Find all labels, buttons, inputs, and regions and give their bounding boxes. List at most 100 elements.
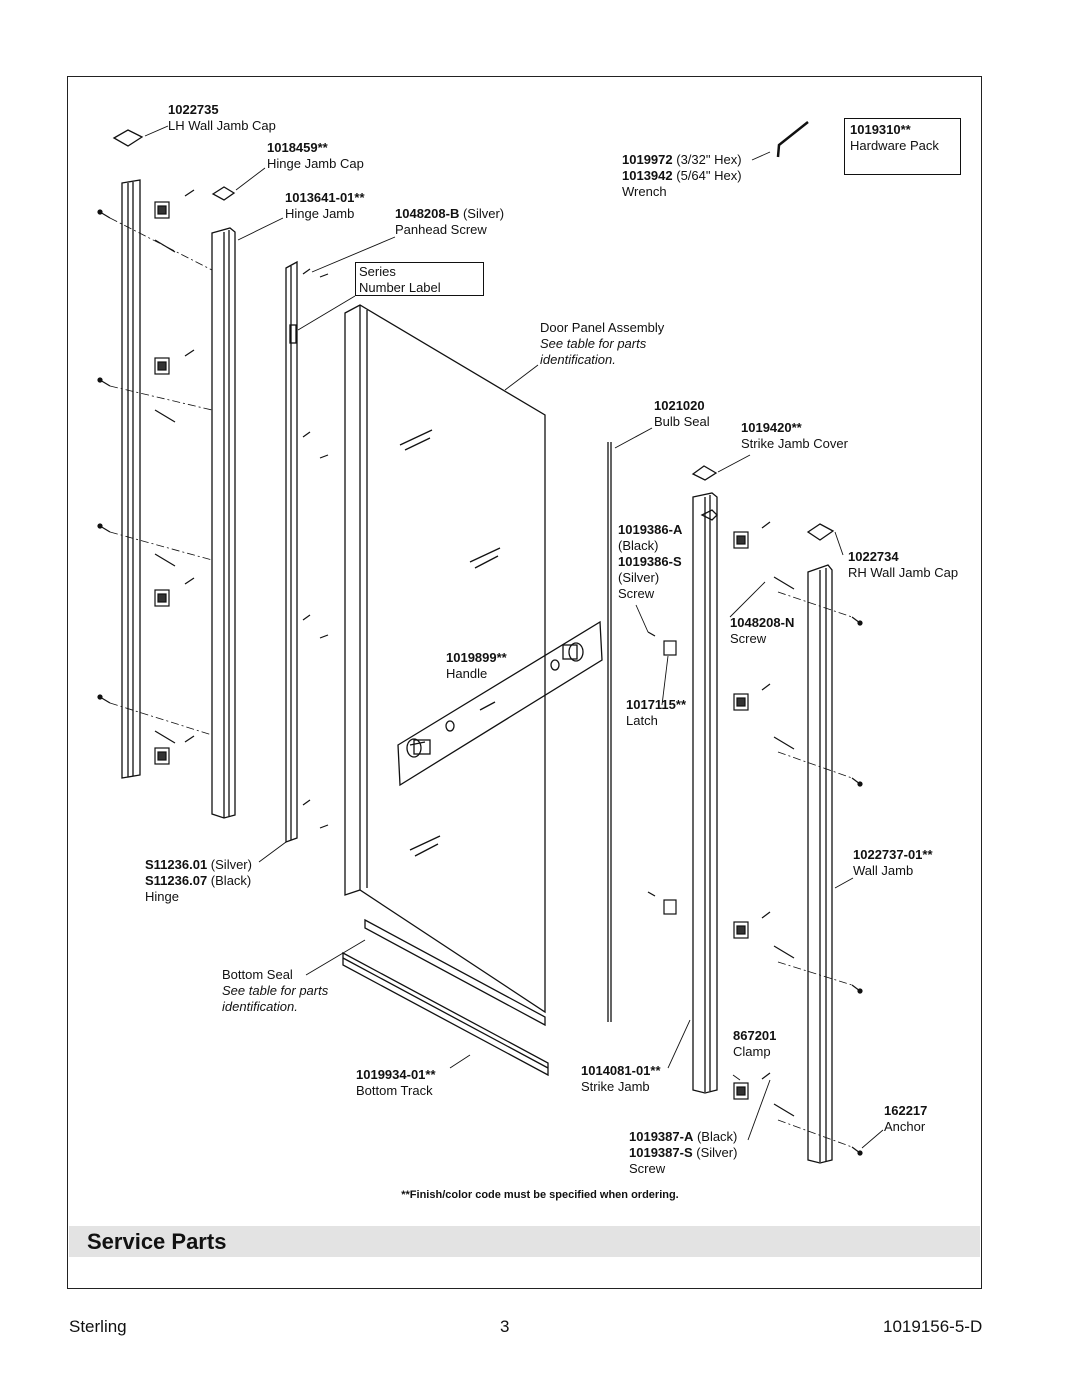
bottom-track-label: 1019934-01** Bottom Track — [356, 1067, 436, 1099]
anchor-label: 162217 Anchor — [884, 1103, 927, 1135]
part-name: Screw — [730, 631, 767, 646]
series-number-label-box: Series Number Label — [355, 262, 484, 296]
wrench-label: 1019972 (3/32" Hex) 1013942 (5/64" Hex) … — [622, 152, 742, 200]
part-size: (5/64" Hex) — [672, 168, 742, 183]
hinge-jamb-cap — [211, 186, 236, 201]
door-panel-label: Door Panel Assembly See table for parts … — [540, 320, 664, 368]
part-note: identification. — [540, 352, 616, 367]
screw-n-label: 1048208-N Screw — [730, 615, 794, 647]
part-name: Door Panel Assembly — [540, 320, 665, 335]
brackets — [154, 201, 749, 1100]
part-code: 1019387-A — [629, 1129, 694, 1144]
rh-jamb-cap — [806, 523, 835, 541]
rh-wall-jamb — [807, 564, 833, 1164]
bottom-screw-label: 1019387-A (Black) 1019387-S (Silver) Scr… — [629, 1129, 737, 1177]
hex-wrench — [776, 121, 809, 158]
part-code: 1019972 — [622, 152, 673, 167]
latch-label: 1017115** Latch — [626, 697, 686, 729]
part-name: Wall Jamb — [853, 863, 914, 878]
part-name: Screw — [618, 586, 655, 601]
part-code: 867201 — [733, 1028, 777, 1043]
part-finish: (Black) — [693, 1129, 738, 1144]
part-size: (3/32" Hex) — [672, 152, 742, 167]
part-name: LH Wall Jamb Cap — [168, 118, 276, 133]
part-name: Bottom Seal — [222, 967, 293, 982]
part-code: 1019310** — [850, 122, 911, 137]
page-title: Service Parts — [87, 1229, 227, 1254]
latch-screw-label: 1019386-A (Black) 1019386-S (Silver) Scr… — [618, 522, 682, 602]
bottom-track — [342, 951, 549, 1077]
clamp-label: 867201 Clamp — [733, 1028, 776, 1060]
part-code: 1022734 — [848, 549, 899, 564]
part-name: Anchor — [884, 1119, 926, 1134]
panhead-screw-label: 1048208-B (Silver) Panhead Screw — [395, 206, 504, 238]
part-code: 1019934-01** — [356, 1067, 436, 1082]
part-code: 1022737-01** — [853, 847, 933, 862]
series-label-line1: Series — [359, 264, 396, 279]
part-code: 1019386-S — [618, 554, 682, 569]
part-code: 1022735 — [168, 102, 219, 117]
part-note: See table for parts — [540, 336, 647, 351]
part-code: 1013641-01** — [285, 190, 365, 205]
bottom-seal — [364, 918, 546, 1027]
footer-page-number: 3 — [500, 1317, 510, 1336]
lh-jamb-cap — [112, 129, 144, 147]
part-code: 1019899** — [446, 650, 507, 665]
part-finish: (Black) — [618, 538, 659, 553]
part-code: 1048208-B — [395, 206, 460, 221]
part-code: 1019387-S — [629, 1145, 693, 1160]
part-name: Strike Jamb Cover — [741, 436, 848, 451]
series-label-line2: Number Label — [359, 280, 441, 295]
part-finish: (Silver) — [692, 1145, 738, 1160]
bulb-seal-label: 1021020 Bulb Seal — [654, 398, 710, 430]
part-name: Hardware Pack — [850, 138, 939, 153]
footer-doc-number: 1019156-5-D — [883, 1317, 983, 1336]
lh-wall-jamb — [121, 179, 141, 779]
part-note: identification. — [222, 999, 298, 1014]
footer-brand: Sterling — [69, 1317, 127, 1336]
part-name: Hinge Jamb — [285, 206, 355, 221]
part-name: Latch — [626, 713, 658, 728]
part-name: Bulb Seal — [654, 414, 710, 429]
bulb-seal — [607, 442, 612, 1022]
part-code: 1013942 — [622, 168, 673, 183]
part-finish: (Silver) — [207, 857, 252, 872]
part-name: Bottom Track — [356, 1083, 433, 1098]
wall-jamb-label: 1022737-01** Wall Jamb — [853, 847, 933, 879]
hinge-cap-label: 1018459** Hinge Jamb Cap — [267, 140, 364, 172]
part-code: 1014081-01** — [581, 1063, 661, 1078]
part-name: RH Wall Jamb Cap — [848, 565, 959, 580]
bottom-seal-label: Bottom Seal See table for parts identifi… — [222, 967, 328, 1015]
part-code: 1019386-A — [618, 522, 683, 537]
page-frame — [67, 76, 982, 1289]
part-code: S11236.01 — [145, 857, 208, 872]
part-name: Panhead Screw — [395, 222, 487, 237]
hinge-jamb-label: 1013641-01** Hinge Jamb — [285, 190, 365, 222]
part-code: 1017115** — [626, 697, 687, 712]
screws — [97, 189, 863, 1156]
hardware-pack-box: 1019310** Hardware Pack — [844, 118, 961, 175]
part-code: 1048208-N — [730, 615, 795, 630]
part-name: Strike Jamb — [581, 1079, 650, 1094]
strike-jamb-cover — [691, 465, 718, 481]
lh-cap-label: 1022735 LH Wall Jamb Cap — [168, 102, 276, 134]
strike-jamb-label: 1014081-01** Strike Jamb — [581, 1063, 661, 1095]
hinge-strip — [285, 260, 298, 843]
hinge-label: S11236.01 (Silver) S11236.07 (Black) Hin… — [145, 857, 252, 905]
part-name: Handle — [446, 666, 488, 681]
part-name: Wrench — [622, 184, 667, 199]
part-name: Hinge — [145, 889, 179, 904]
part-note: See table for parts — [222, 983, 329, 998]
hinge-jamb — [211, 227, 236, 819]
part-code: 162217 — [884, 1103, 928, 1118]
part-name: Screw — [629, 1161, 666, 1176]
handle-label: 1019899** Handle — [446, 650, 507, 682]
part-name: Clamp — [733, 1044, 771, 1059]
part-code: S11236.07 — [145, 873, 208, 888]
part-finish: (Silver) — [459, 206, 505, 221]
handle-assembly — [397, 620, 603, 787]
ordering-note: **Finish/color code must be specified wh… — [401, 1189, 679, 1201]
door-panel — [344, 304, 546, 1014]
strike-jamb-cover-label: 1019420** Strike Jamb Cover — [741, 420, 848, 452]
